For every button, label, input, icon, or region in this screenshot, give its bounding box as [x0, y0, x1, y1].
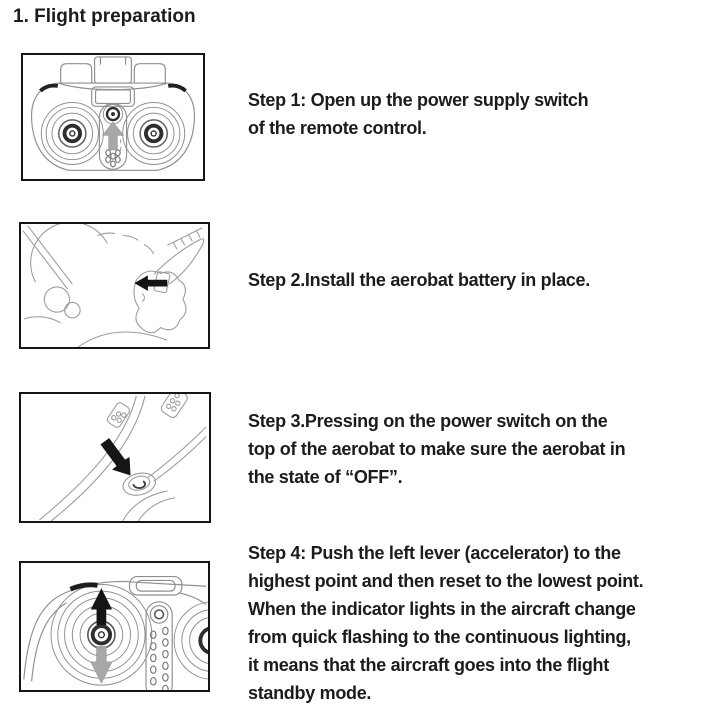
remote-control-front-illustration: [31, 56, 195, 171]
down-right-arrow-icon: [100, 438, 131, 476]
step-text-line: highest point and then reset to the lowe…: [248, 571, 644, 591]
step-2-text: Step 2.Install the aerobat battery in pl…: [248, 266, 710, 294]
power-switch-glyph: [132, 480, 146, 489]
step-text-line: of the remote control.: [248, 118, 427, 138]
up-arrow-icon: [90, 588, 113, 626]
right-joystick-partial: [173, 601, 208, 680]
step-text-line: Step 4: Push the left lever (accelerator…: [248, 543, 621, 563]
power-button: [102, 103, 124, 125]
step-4-text: Step 4: Push the left lever (accelerator…: [248, 539, 710, 707]
right-joystick: [122, 101, 186, 165]
step-text-line: Step 2.Install the aerobat battery in pl…: [248, 270, 590, 290]
step-3-text: Step 3.Pressing on the power switch on t…: [248, 407, 710, 491]
step-1-figure: [21, 53, 205, 181]
down-arrow-icon: [90, 646, 113, 684]
left-arrow-icon: [134, 275, 168, 291]
step-3-figure: [19, 392, 211, 523]
step-text-line: standby mode.: [248, 683, 372, 703]
small-buttons: [149, 626, 169, 690]
up-arrow-icon: [101, 121, 125, 151]
step-text-line: Step 3.Pressing on the power switch on t…: [248, 411, 608, 431]
left-joystick: [40, 101, 104, 165]
step-text-line: it means that the aircraft goes into the…: [248, 655, 609, 675]
remote-left-lever-illustration: [23, 575, 208, 690]
step-1-text: Step 1: Open up the power supply switch …: [248, 86, 710, 142]
step-text-line: from quick flashing to the continuous li…: [248, 627, 631, 647]
page-title: 1. Flight preparation: [13, 6, 196, 27]
step-4-figure: [19, 561, 210, 692]
small-buttons: [105, 149, 121, 168]
aerobat-power-switch-illustration: [39, 394, 207, 521]
step-text-line: Step 1: Open up the power supply switch: [248, 90, 589, 110]
step-text-line: the state of “OFF”.: [248, 467, 403, 487]
shoulder-mark: [69, 582, 98, 592]
aerobat-battery-illustration: [22, 224, 205, 347]
step-2-figure: [19, 222, 210, 349]
shoulder-marks: [39, 83, 187, 93]
step-text-line: When the indicator lights in the aircraf…: [248, 599, 636, 619]
step-text-line: top of the aerobat to make sure the aero…: [248, 439, 626, 459]
